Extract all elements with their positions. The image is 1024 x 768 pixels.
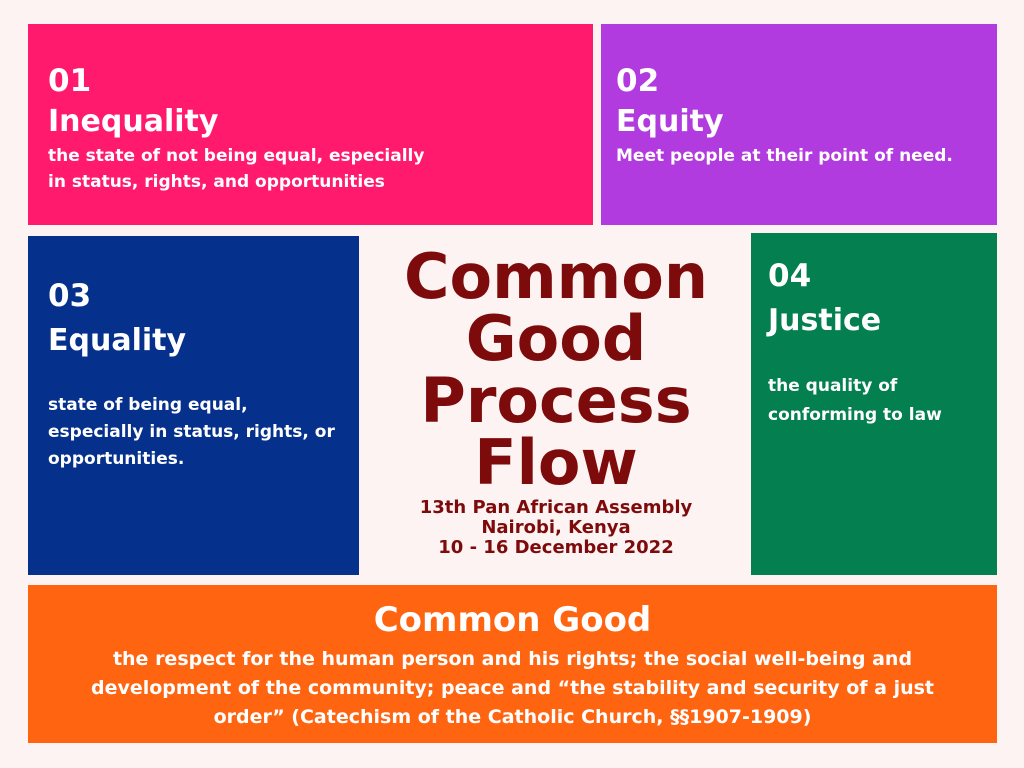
card-number: 03 xyxy=(48,278,92,314)
card-description: the quality of conforming to law xyxy=(768,376,942,425)
card-number: 02 xyxy=(616,63,660,99)
common-good-banner: Common Good the respect for the human pe… xyxy=(28,585,997,743)
card-title: Justice xyxy=(768,303,882,338)
justice-card: 04 Justice the quality of conforming to … xyxy=(751,233,997,575)
card-number: 04 xyxy=(768,258,812,294)
center-title-block: Common Good Process Flow 13th Pan Africa… xyxy=(370,246,742,558)
card-description: Meet people at their point of need. xyxy=(616,146,953,166)
card-description: the state of not being equal, especially… xyxy=(48,146,425,192)
event-location: Nairobi, Kenya xyxy=(481,517,631,538)
page-title: Common Good Process Flow xyxy=(403,240,709,499)
equality-card: 03 Equality state of being equal, especi… xyxy=(28,236,359,575)
card-title: Inequality xyxy=(48,104,219,139)
card-description: state of being equal, especially in stat… xyxy=(48,395,335,469)
inequality-card: 01 Inequality the state of not being equ… xyxy=(28,24,593,225)
card-number: 01 xyxy=(48,63,92,99)
card-title: Equality xyxy=(48,323,187,358)
banner-title: Common Good xyxy=(373,600,652,640)
event-name: 13th Pan African Assembly xyxy=(419,497,693,518)
event-dates: 10 - 16 December 2022 xyxy=(438,537,674,558)
equity-card: 02 Equity Meet people at their point of … xyxy=(601,24,997,225)
banner-description: the respect for the human person and his… xyxy=(90,648,934,728)
card-title: Equity xyxy=(616,104,724,139)
